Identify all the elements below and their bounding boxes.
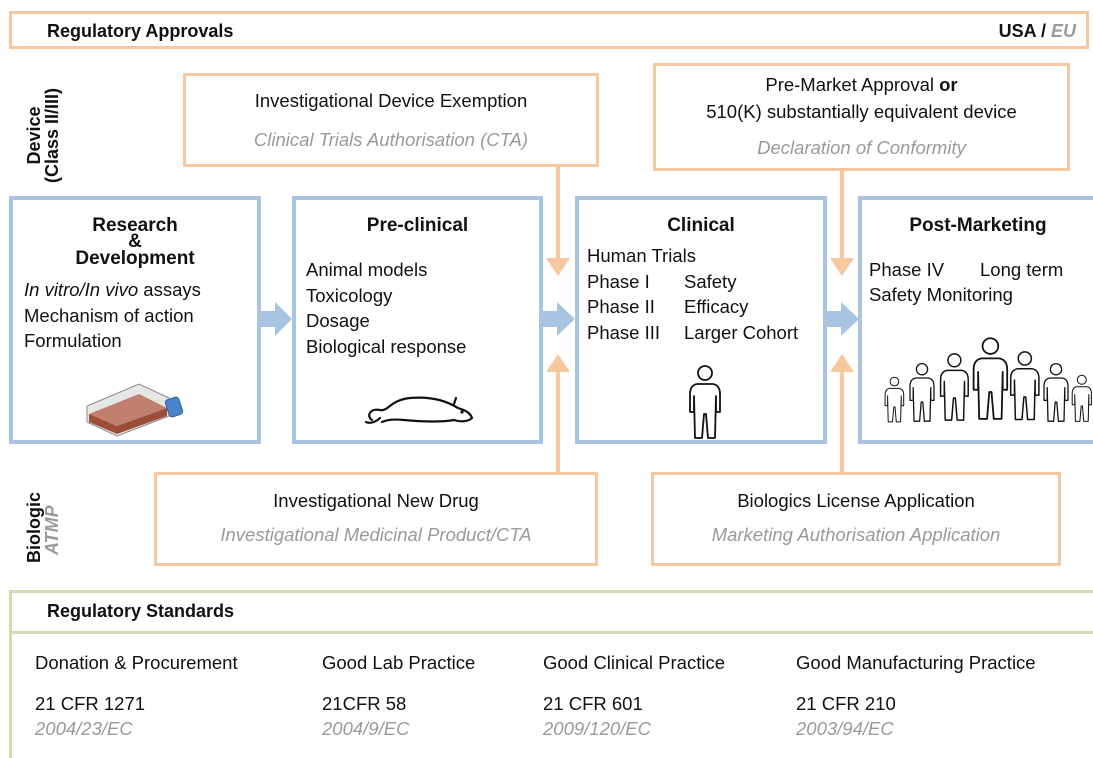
ide-usa: Investigational Device Exemption [254,90,528,111]
clinical-phase-desc: Safety [684,270,737,292]
postmarketing-desc2: Safety Monitoring [869,284,1013,305]
bla-arrowhead [830,354,854,372]
mouse-icon [364,396,474,424]
standard-column: Donation & Procurement 21 CFR 1271 2004/… [35,652,238,740]
rnd-title-1: Research [92,215,178,236]
eu-label: EU [1050,21,1076,41]
preclinical-item: Toxicology [306,284,393,306]
usa-label: USA [998,21,1036,41]
cell-culture-flask-icon [86,383,184,437]
standard-eu-code: 2004/23/EC [35,718,133,739]
standards-left-border [9,590,12,758]
rnd-assay-italic: In vitro/In vivo [24,279,139,300]
clinical-human-trials: Human Trials [587,245,696,266]
postmarketing-phase: Phase IV [869,259,945,280]
standard-eu-code: 2009/120/EC [543,718,652,739]
preclinical-item: Dosage [306,310,370,331]
rnd-assays: In vitro/In vivo assays [24,277,257,303]
postmarketing-phase-row: Phase IV Long term [869,257,1093,282]
rnd-formulation: Formulation [24,330,122,351]
rnd-assay-rest: assays [138,279,201,300]
rnd-mechanism: Mechanism of action [24,304,194,326]
pma-usa-line2: 510(K) substantially equivalent device [706,101,1017,122]
ind-arrowhead [546,354,570,372]
clinical-phase-row: Phase I Safety [587,269,823,295]
standard-name: Good Clinical Practice [543,652,725,673]
pma-box: Pre-Market Approval or 510(K) substantia… [653,63,1070,171]
header-region-legend: USA / EU [999,21,1076,42]
standard-name: Donation & Procurement [35,652,238,673]
standard-column: Good Manufacturing Practice 21 CFR 210 2… [796,652,1036,740]
slash: / [1035,21,1051,41]
standard-column: Good Clinical Practice 21 CFR 601 2009/1… [543,652,725,740]
pma-or: or [939,74,958,95]
rnd-stage-box: Research & Development In vitro/In vivo … [9,196,261,444]
regulatory-standards-panel: Regulatory Standards Donation & Procurem… [9,590,1093,758]
preclinical-to-clinical-arrowhead [557,302,575,336]
human-figure-icon [689,365,721,439]
rnd-to-preclinical-arrowhead [275,302,292,336]
clinical-phase: Phase II [587,296,655,317]
pma-label: Pre-Market Approval [765,74,940,95]
header-title: Regulatory Approvals [47,21,234,41]
clinical-phase-row: Phase III Larger Cohort [587,320,823,346]
clinical-phase-desc: Efficacy [684,296,749,317]
rnd-to-preclinical-arrow-shaft [260,311,276,327]
clinical-phase-row: Phase II Efficacy [587,294,823,320]
standard-usa-code: 21 CFR 601 [543,693,643,714]
rnd-title-amp: & [128,231,142,252]
standard-usa-code: 21 CFR 210 [796,693,896,714]
preclinical-item: Biological response [306,335,467,357]
preclinical-item: Animal models [306,259,428,280]
clinical-phase: Phase III [587,321,661,343]
ide-box: Investigational Device Exemption Clinica… [183,73,599,167]
standard-name: Good Manufacturing Practice [796,652,1036,673]
ind-box: Investigational New Drug Investigational… [154,472,598,566]
pma-eu: Declaration of Conformity [757,137,966,158]
pma-usa-line1: Pre-Market Approval or [656,74,1067,96]
population-icon [884,337,1092,423]
pma-arrowhead [830,258,854,276]
standards-divider [9,631,1093,634]
bla-box: Biologics License Application Marketing … [651,472,1061,566]
preclinical-to-clinical-arrow-shaft [542,311,558,327]
standards-title: Regulatory Standards [47,601,235,621]
clinical-stage-box: Clinical Human Trials Phase I Safety Phas… [575,196,827,444]
regulatory-approvals-header: Regulatory Approvals USA / EU [9,11,1089,49]
ind-eu: Investigational Medicinal Product/CTA [220,524,532,545]
ide-eu: Clinical Trials Authorisation (CTA) [253,129,529,150]
postmarketing-desc: Long term [980,259,1064,280]
postmarketing-stage-box: Post-Marketing Phase IV Long term Safety … [858,196,1093,444]
standard-name: Good Lab Practice [322,652,476,673]
standard-eu-code: 2003/94/EC [796,718,894,739]
clinical-to-post-arrowhead [841,302,859,336]
clinical-phase: Phase I [587,270,650,292]
postmarketing-title: Post-Marketing [909,215,1047,236]
standard-usa-code: 21 CFR 1271 [35,693,146,714]
clinical-phase-desc: Larger Cohort [684,321,799,343]
clinical-to-post-arrow-shaft [826,311,842,327]
bla-eu: Marketing Authorisation Application [711,524,1001,545]
preclinical-stage-box: Pre-clinical Animal models Toxicology Do… [292,196,543,444]
rnd-title-2: Development [75,248,195,269]
preclinical-title: Pre-clinical [366,215,469,236]
ide-arrowhead [546,258,570,276]
ind-usa: Investigational New Drug [273,490,479,511]
standards-top-border [9,590,1093,593]
clinical-title: Clinical [667,215,735,236]
standard-usa-code: 21CFR 58 [322,693,407,714]
bla-usa: Biologics License Application [737,490,975,511]
standard-column: Good Lab Practice 21CFR 58 2004/9/EC [322,652,475,740]
standard-eu-code: 2004/9/EC [322,718,410,739]
